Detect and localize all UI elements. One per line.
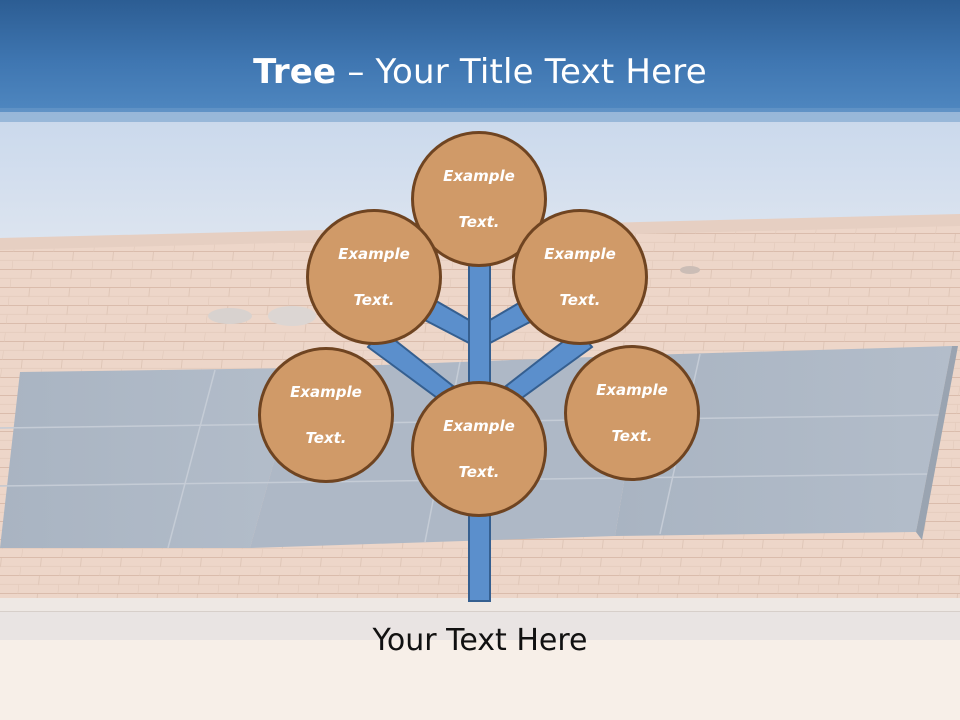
slide-title: Tree – Your Title Text Here — [0, 52, 960, 92]
node-line1: Example — [443, 416, 515, 435]
slide-caption: Your Text Here — [372, 623, 588, 658]
node-line2: Text. — [559, 290, 601, 309]
node-line2: Text. — [305, 428, 347, 447]
node-line1: Example — [596, 380, 668, 399]
node-line2: Text. — [353, 290, 395, 309]
title-rest: – Your Title Text Here — [336, 52, 707, 92]
node-line2: Text. — [458, 212, 500, 231]
node-line1: Example — [290, 382, 362, 401]
node-line1: Example — [443, 166, 515, 185]
node-line2: Text. — [458, 462, 500, 481]
node-line1: Example — [338, 244, 410, 263]
title-bold: Tree — [253, 52, 337, 92]
node-line1: Example — [544, 244, 616, 263]
node-line2: Text. — [611, 426, 653, 445]
